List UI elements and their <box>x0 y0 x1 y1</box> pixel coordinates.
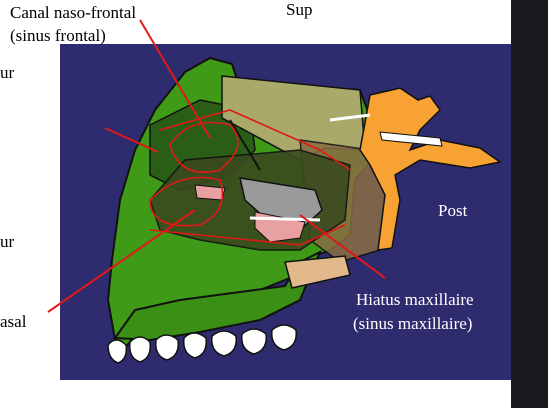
arrow-hiatus-flow <box>249 216 321 222</box>
label-left-fragment-3: asal <box>0 312 27 331</box>
label-canal-naso-frontal: Canal naso-frontal <box>10 3 137 22</box>
label-sinus-maxillaire: (sinus maxillaire) <box>353 314 473 333</box>
label-left-fragment-2: ur <box>0 232 15 251</box>
orange-posterior-shape <box>359 87 502 251</box>
pink-hatch-area-upper <box>194 184 226 201</box>
label-sinus-frontal: (sinus frontal) <box>10 26 106 45</box>
tan-palate-bar <box>284 255 351 289</box>
arrow-posterior-flow <box>329 113 371 122</box>
label-left-fragment-1: ur <box>0 63 15 82</box>
red-annotation-outlines <box>149 109 351 246</box>
red-pointer-lines <box>47 19 386 313</box>
arrow-frontal-flow <box>229 119 261 171</box>
right-shadow-strip <box>511 0 548 408</box>
label-sup: Sup <box>286 0 313 19</box>
label-post: Post <box>438 201 468 220</box>
label-hiatus-maxillaire: Hiatus maxillaire <box>356 290 474 309</box>
white-arrow-posterior <box>379 131 443 147</box>
teeth-row <box>107 324 297 364</box>
